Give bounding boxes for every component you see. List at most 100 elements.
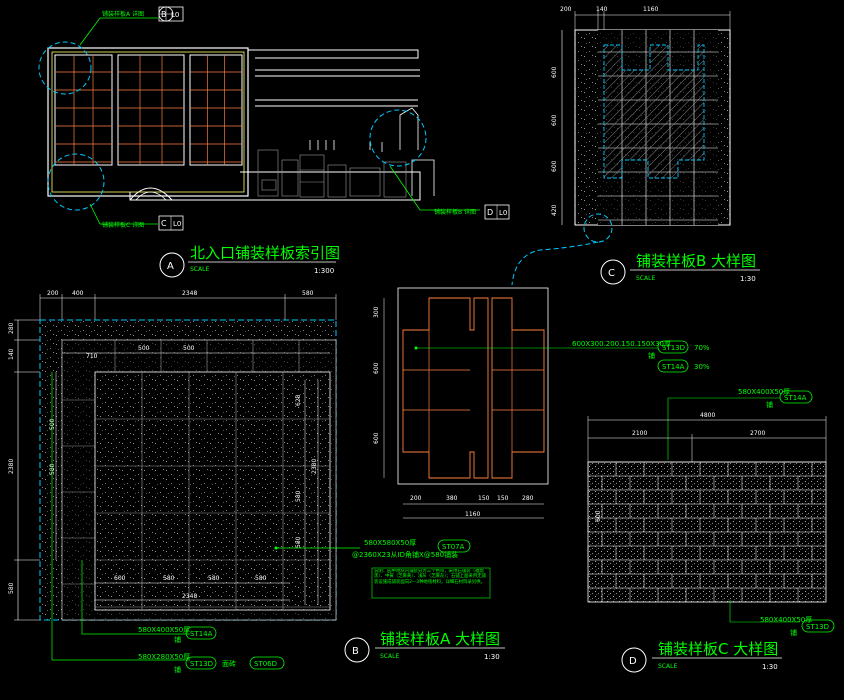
view-d-dim-top-2: 2700 — [750, 430, 765, 437]
view-mid-pattern-detail: 300 600 600 200 380 150 150 280 1160 600… — [373, 287, 710, 519]
view-d-scale-label: SCALE — [658, 663, 677, 670]
view-b-dim-left-1: 280 — [8, 322, 15, 334]
view-a-scale-label: SCALE — [190, 266, 209, 273]
view-mid-dim-bottom-3: 150 — [478, 495, 490, 502]
view-b-spec-4-code: ST06D — [254, 660, 277, 668]
view-b-dim-top-2: 400 — [72, 290, 84, 297]
view-b-dim-top-1: 200 — [47, 290, 59, 297]
view-mid-dim-bottom-total: 1160 — [465, 511, 480, 518]
view-b-dim-right-2: 2380 — [311, 459, 318, 474]
view-b-spec-4-pre: 面砖 — [222, 659, 236, 668]
view-c-dim-left-1: 600 — [551, 66, 558, 78]
view-c-dim-left-2: 600 — [551, 114, 558, 126]
view-b-dim-bottom-1: 600 — [114, 575, 126, 582]
view-b-dim-leftinner-1: 500 — [49, 418, 56, 430]
view-b-dim-top-4: 580 — [302, 290, 314, 297]
view-d-letter: D — [629, 656, 637, 667]
view-b-spec-3-sub: 铺 — [174, 665, 181, 674]
view-d-dim-top-1: 2100 — [632, 430, 647, 437]
callout-b-sheet: L0 — [171, 11, 179, 19]
view-a-paving-grid — [55, 55, 242, 165]
view-d-spec-1-code: ST14A — [784, 394, 807, 402]
view-mid-dim-bottom-2: 380 — [446, 495, 458, 502]
callout-b-text: 铺装样板A 详图 — [102, 10, 144, 18]
view-mid-dim-left-1: 300 — [373, 306, 380, 318]
view-d-spec-2-sub: 铺 — [790, 628, 797, 637]
view-d-spec-2-code: ST13D — [806, 623, 829, 631]
view-b-dim-leftinner-2: 580 — [49, 463, 56, 475]
view-c-dim-top-2: 140 — [596, 6, 608, 13]
view-c-detail: 200 140 1160 600 600 600 420 C 铺装样板B 大样图… — [511, 6, 760, 286]
view-b-spec-2: 580X400X50厚 — [138, 626, 190, 634]
callout-d-text: 铺装样板B 详图 — [434, 208, 476, 216]
view-b-spec-3: 580X280X50厚 — [138, 653, 190, 661]
view-b-dim-right-1: 628 — [295, 394, 302, 406]
callout-b-letter: B — [161, 10, 167, 19]
view-b-dim-inner-3: 500 — [183, 345, 195, 352]
view-b-dim-bottom-total: 2348 — [182, 593, 197, 600]
view-d-scale: 1:30 — [762, 663, 778, 671]
view-b-spec-3-code: ST13D — [190, 660, 213, 668]
callout-c-sheet: L0 — [173, 220, 181, 228]
view-c-scale: 1:30 — [740, 275, 756, 283]
view-mid-pct-1: 70% — [694, 344, 710, 352]
view-mid-pct-2: 30% — [694, 363, 710, 371]
view-b-spec-1-code: ST07A — [442, 543, 465, 551]
view-b-dim-bottom-3: 580 — [208, 575, 220, 582]
view-c-letter: C — [608, 268, 615, 279]
callout-d-sheet: L0 — [499, 209, 507, 217]
view-c-dim-top-1: 200 — [560, 6, 572, 13]
view-b-spec-1: 580X580X50厚 — [364, 539, 416, 547]
view-b-spec-1-sub: @2360X23从ID角铺X@580铺装 — [352, 550, 458, 559]
view-mid-spec: 600X300.200.150.150X30厚 — [572, 340, 671, 348]
view-d-detail: 580X400X50厚 ST14A 铺 4800 2100 2700 600 5… — [587, 388, 835, 673]
callout-c-letter: C — [161, 219, 167, 228]
view-a-title: 北入口铺装样板索引图 — [190, 244, 340, 262]
view-mid-dim-left-3: 600 — [373, 432, 380, 444]
view-c-dim-left-4: 420 — [551, 204, 558, 216]
view-d-spec-2: 580X400X50厚 — [760, 616, 812, 624]
view-d-dim-left: 600 — [595, 510, 602, 522]
view-b-dim-bottom-4: 580 — [255, 575, 267, 582]
view-b-dim-inner-2: 500 — [138, 345, 150, 352]
view-b-dim-right-3: 580 — [295, 490, 302, 502]
view-d-brick-grid — [587, 461, 826, 602]
callout-d-letter: D — [487, 208, 493, 217]
view-c-title: 铺装样板B 大样图 — [636, 252, 756, 270]
view-d-spec-1-sub: 铺 — [766, 400, 773, 409]
view-a-scale: 1:300 — [314, 267, 334, 275]
view-c-scale-label: SCALE — [636, 275, 655, 282]
view-b-spec-2-code: ST14A — [190, 630, 213, 638]
view-c-dim-top-3: 1160 — [643, 6, 658, 13]
view-b-dim-bottom-2: 580 — [163, 575, 175, 582]
view-b-dim-inner-1: 710 — [86, 353, 98, 360]
view-a-index-plan: 铺装样板A 详图 B L0 铺装样板C 详图 C L0 铺装样板B 详图 D L… — [38, 6, 510, 278]
view-c-dim-left-3: 600 — [551, 160, 558, 172]
view-b-scale: 1:30 — [484, 653, 500, 661]
callout-c-text: 铺装样板C 详图 — [102, 221, 144, 229]
view-b-tile-grid — [62, 340, 330, 610]
view-b-dim-left-3: 2380 — [8, 459, 15, 474]
view-b-detail: 200 400 2348 580 280 140 2380 580 710 50… — [8, 290, 505, 674]
view-b-dim-left-4: 580 — [8, 582, 15, 594]
view-b-note: 说明：园中地块内铺装分为三个色带，采用石铺装（福鼎黑）、中黄（芝麻黄）、浅灰（芝… — [374, 569, 486, 585]
view-mid-code-2: ST14A — [662, 363, 685, 371]
view-d-spec-1: 580X400X50厚 — [738, 388, 790, 396]
view-d-dim-top-total: 4800 — [700, 412, 715, 419]
view-mid-dim-bottom-4: 150 — [497, 495, 509, 502]
view-b-dim-left-2: 140 — [8, 348, 15, 360]
view-d-title: 铺装样板C 大样图 — [658, 640, 778, 658]
view-mid-dim-bottom-1: 200 — [410, 495, 422, 502]
view-b-spec-2-sub: 铺 — [174, 635, 181, 644]
view-b-title: 铺装样板A 大样图 — [380, 630, 500, 648]
view-mid-dim-left-2: 600 — [373, 362, 380, 374]
view-mid-sub: 铺 — [648, 351, 655, 360]
view-b-scale-label: SCALE — [380, 653, 399, 660]
view-mid-dim-bottom-5: 280 — [522, 495, 534, 502]
view-b-dim-right-4: 580 — [295, 536, 302, 548]
view-mid-code-1: ST13D — [662, 344, 685, 352]
view-b-letter: B — [352, 646, 359, 657]
view-a-letter: A — [167, 261, 174, 272]
view-b-dim-top-3: 2348 — [182, 290, 197, 297]
